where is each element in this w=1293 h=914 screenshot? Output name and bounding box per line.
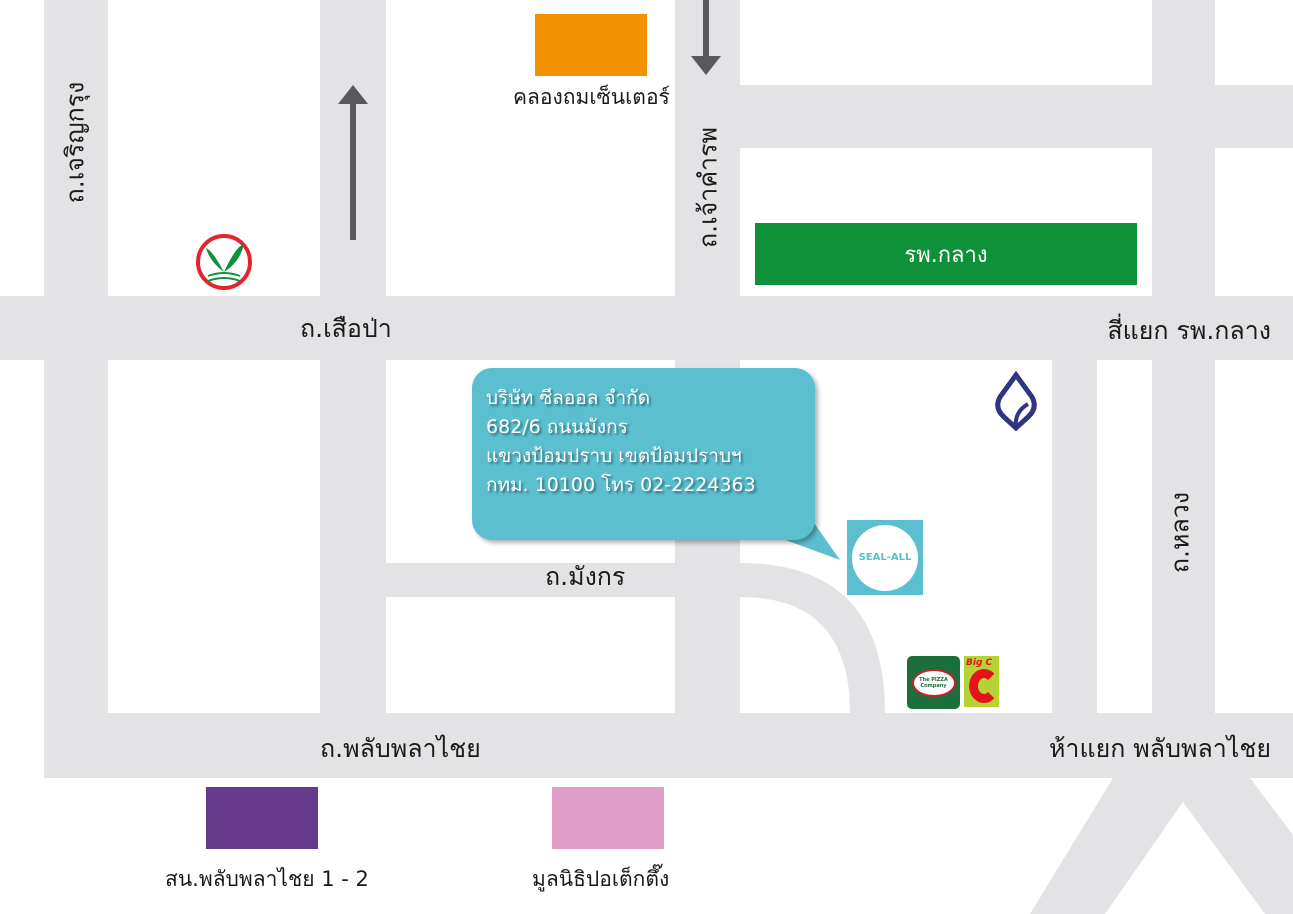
khlong-thom-marker [535,14,647,76]
arrow-down-icon [691,56,721,75]
road-luang-branch [1052,340,1097,740]
intersection-hospital-label: สี่แยก รพ.กลาง [1107,316,1271,345]
central-hospital-label: รพ.กลาง [904,242,988,268]
company-address-bubble: บริษัท ซีลออล จำกัด 682/6 ถนนมังกร แขวงป… [472,368,815,540]
road-diagonal [1030,778,1293,914]
road-curve [740,563,885,713]
road-top-right [740,85,1293,148]
road-charoen-krung [44,0,108,778]
bangkok-bank-logo-icon [995,370,1037,432]
big-c-logo-text: Big C [966,658,993,668]
arrow-down-shaft [703,0,709,58]
company-street: 682/6 ถนนมังกร [486,416,628,438]
road-mangkon [386,563,675,597]
police-station-label: สน.พลับพลาไชย 1 - 2 [165,867,369,891]
police-station-marker [206,787,318,849]
road-label-mangkon: ถ.มังกร [545,562,626,591]
big-c-logo: Big C [964,656,999,707]
foundation-label: มูลนิธิปอเต็กตึ๊ง [532,867,670,891]
pizza-logo-text: The PIZZA Company [919,676,948,689]
road-suea-pa [0,296,1293,360]
road-label-chao-khamrop: ถ.เจ้าคำรพ [693,127,723,248]
road-label-charoen-krung: ถ.เจริญกรุง [60,81,90,204]
arrow-up-icon [338,85,368,104]
foundation-marker [552,787,664,849]
road-label-suea-pa: ถ.เสือป่า [300,314,392,343]
central-hospital-marker: รพ.กลาง [755,223,1137,285]
road-label-phlap-phla-chai: ถ.พลับพลาไชย [320,734,481,763]
arrows [338,0,721,240]
seal-all-logo: SEAL-ALL [847,520,923,595]
company-name: บริษัท ซีลออล จำกัด [486,387,651,409]
intersection-phlap-label: ห้าแยก พลับพลาไชย [1048,734,1271,763]
khlong-thom-label: คลองถมเซ็นเตอร์ [513,85,670,109]
pizza-company-logo: The PIZZA Company [907,656,960,709]
road-phlap-phla-chai [44,713,1293,778]
kasikorn-bank-logo-icon [196,234,252,290]
seal-all-logo-text: SEAL-ALL [858,552,912,563]
company-district: แขวงป้อมปราบ เขตป้อมปราบฯ [486,445,742,467]
road-label-luang: ถ.หลวง [1165,491,1195,574]
arrow-up-shaft [350,100,356,240]
company-city-phone: กทม. 10100 โทร 02-2224363 [486,474,756,496]
